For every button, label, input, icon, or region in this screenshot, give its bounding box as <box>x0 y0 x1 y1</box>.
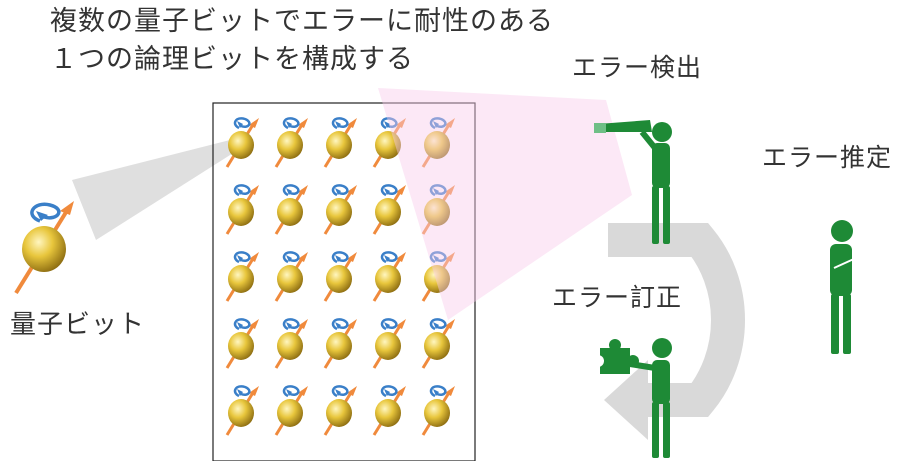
grid-qubit-icon <box>225 116 261 169</box>
grid-qubit-icon <box>421 384 457 437</box>
grid-qubit-icon <box>225 183 261 236</box>
flow-arrowhead <box>604 360 648 440</box>
view-cone <box>378 88 632 320</box>
grid-qubit-icon <box>225 384 261 437</box>
grid-qubit-icon <box>225 317 261 370</box>
grid-qubit-icon <box>372 317 408 370</box>
grid-qubit-icon <box>372 183 408 236</box>
grid-qubit-icon <box>323 384 359 437</box>
title-line-1: 複数の量子ビットでエラーに耐性のある <box>50 6 554 37</box>
logical-bit-box <box>212 102 476 461</box>
error-estimation-label: エラー推定 <box>762 143 893 172</box>
grid-qubit-icon <box>225 250 261 303</box>
grid-qubit-icon <box>323 317 359 370</box>
flow-arrow <box>608 223 746 417</box>
qubit-label: 量子ビット <box>10 310 146 340</box>
grid-qubit-icon <box>274 250 310 303</box>
grid-qubit-icon <box>372 250 408 303</box>
grid-qubit-icon <box>274 183 310 236</box>
qubit-icon <box>14 199 76 295</box>
grid-qubit-icon <box>274 317 310 370</box>
zoom-cone <box>72 140 238 240</box>
grid-qubit-icon <box>274 116 310 169</box>
telescope-person-icon <box>594 120 672 244</box>
title-line-2: １つの論理ビットを構成する <box>50 44 414 75</box>
grid-qubit-icon <box>323 250 359 303</box>
grid-qubit-icon <box>372 384 408 437</box>
grid-qubit-icon <box>323 116 359 169</box>
puzzle-person-icon <box>592 338 672 458</box>
thinking-person-icon <box>830 220 857 354</box>
error-correction-label: エラー訂正 <box>552 283 683 312</box>
grid-qubit-icon <box>421 317 457 370</box>
grid-qubit-icon <box>323 183 359 236</box>
error-detection-label: エラー検出 <box>572 53 703 82</box>
grid-qubit-icon <box>274 384 310 437</box>
